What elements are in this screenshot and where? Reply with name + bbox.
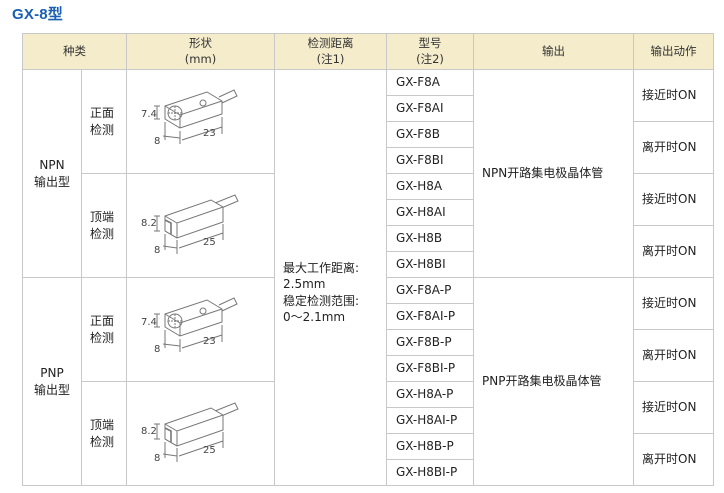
dim-height: 8.2	[141, 426, 157, 437]
model-cell: GX-F8A	[386, 69, 474, 96]
model-cell: GX-H8BI-P	[386, 459, 474, 486]
model-cell: GX-H8BI	[386, 251, 474, 278]
dim-depth: 8	[154, 136, 160, 147]
dim-height: 7.4	[141, 109, 157, 120]
model-cell: GX-F8B-P	[386, 329, 474, 356]
header-action: 输出动作	[633, 33, 714, 70]
model-cell: GX-H8AI-P	[386, 407, 474, 434]
header-shape: 形状(mm)	[126, 33, 275, 70]
model-cell: GX-F8B	[386, 121, 474, 148]
model-cell: GX-F8BI-P	[386, 355, 474, 382]
dim-length: 23	[203, 128, 216, 139]
output-action-cell: 接近时ON	[633, 173, 714, 226]
table-row: GX-F8AI	[23, 95, 714, 122]
table-row: GX-F8B 离开时ON	[23, 121, 714, 174]
model-cell: GX-H8A	[386, 173, 474, 200]
model-cell: GX-F8A-P	[386, 277, 474, 304]
model-cell: GX-F8BI	[386, 147, 474, 174]
table-row: GX-F8BI-P	[23, 355, 714, 382]
max-distance-value: 2.5mm	[283, 277, 326, 292]
output-action-cell: 离开时ON	[633, 329, 714, 382]
sensor-front-diagram: 7.4 8 23	[141, 296, 238, 355]
header-output: 输出	[473, 33, 634, 70]
header-distance: 检测距离(注1)	[274, 33, 387, 70]
model-cell: GX-F8AI	[386, 95, 474, 122]
output-action-cell: 接近时ON	[633, 69, 714, 122]
table-row: GX-H8BI-P	[23, 459, 714, 486]
header-type: 种类	[22, 33, 127, 70]
output-action-cell: 接近时ON	[633, 277, 714, 330]
output-action-cell: 离开时ON	[633, 225, 714, 278]
model-cell: GX-H8B-P	[386, 433, 474, 460]
detect-mode-cell: 顶端检测	[81, 173, 127, 278]
max-distance-label: 最大工作距离:	[283, 261, 360, 276]
table-row: GX-H8AI	[23, 199, 714, 226]
stable-range-value: 0～2.1mm	[283, 309, 346, 324]
dim-length: 23	[203, 336, 216, 347]
shape-cell: 8.2 8 25	[126, 173, 275, 278]
header-model: 型号(注2)	[386, 33, 474, 70]
stable-range-label: 稳定检测范围:	[283, 293, 360, 308]
dim-depth: 8	[154, 344, 160, 355]
table-row: 顶端检测 8.2 8 25 GX-H8A 接近时ON	[23, 173, 714, 278]
detect-mode-cell: 顶端检测	[81, 381, 127, 486]
page-title: GX-8型	[12, 6, 64, 23]
model-cell: GX-H8A-P	[386, 381, 474, 408]
table-row: 顶端检测 8.2 8 25 GX-H8A-P 接近时ON	[23, 381, 714, 486]
dim-height: 8.2	[141, 218, 157, 229]
dim-length: 25	[203, 445, 216, 456]
model-cell: GX-F8AI-P	[386, 303, 474, 330]
detect-mode-cell: 正面检测	[81, 69, 127, 174]
header-row: 种类 形状(mm) 检测距离(注1) 型号(注2) 输出 输出动作	[22, 33, 714, 70]
sensor-top-diagram: 8.2 8 25	[141, 401, 239, 464]
dim-height: 7.4	[141, 317, 157, 328]
model-cell: GX-H8AI	[386, 199, 474, 226]
output-cell: NPN开路集电极晶体管	[473, 69, 634, 278]
output-cell: PNP开路集电极晶体管	[473, 277, 634, 486]
dim-depth: 8	[154, 453, 160, 464]
shape-cell: 7.4 8 23	[126, 277, 275, 382]
model-cell: GX-H8B	[386, 225, 474, 252]
sensor-top-diagram: 8.2 8 25	[141, 193, 239, 256]
dim-depth: 8	[154, 245, 160, 256]
output-action-cell: 离开时ON	[633, 121, 714, 174]
table-row: GX-H8B-P 离开时ON	[23, 433, 714, 486]
detect-mode-cell: 正面检测	[81, 277, 127, 382]
output-action-cell: 离开时ON	[633, 433, 714, 486]
shape-cell: 7.4 8 23	[126, 69, 275, 174]
output-action-cell: 接近时ON	[633, 381, 714, 434]
table-row: GX-F8B-P 离开时ON	[23, 329, 714, 382]
dim-length: 25	[203, 237, 216, 248]
sensor-front-diagram: 7.4 8 23	[141, 88, 238, 147]
shape-cell: 8.2 8 25	[126, 381, 275, 486]
